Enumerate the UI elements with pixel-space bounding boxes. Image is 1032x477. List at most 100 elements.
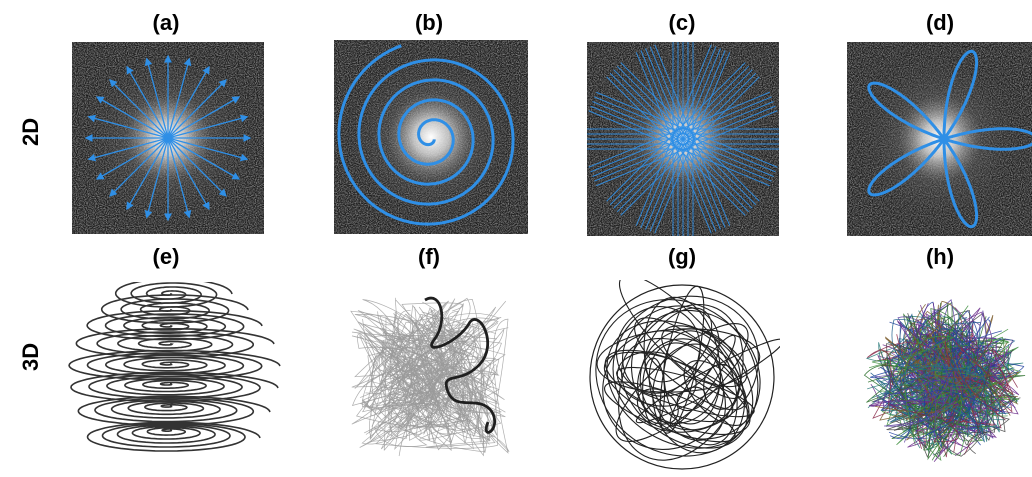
tangled-loop xyxy=(644,307,713,383)
panel-d-rosette xyxy=(847,42,1032,236)
parallel-line xyxy=(590,96,772,173)
outer-loop xyxy=(589,284,775,470)
radial-spoke xyxy=(87,137,169,162)
random-curve xyxy=(388,330,473,441)
parallel-line xyxy=(592,101,774,177)
radial-spoke xyxy=(167,114,249,139)
tangled-loop xyxy=(620,337,748,449)
panel-b-spiral xyxy=(334,40,528,234)
colored-curve xyxy=(890,378,963,433)
panel-label-h: (h) xyxy=(925,244,955,269)
radial-spoke xyxy=(144,137,169,219)
panel-f-random-curves xyxy=(330,282,530,472)
random-curve xyxy=(382,314,506,421)
tangled-loop xyxy=(637,338,722,425)
panel-e-stack-spirals xyxy=(55,282,285,472)
panel-label-f: (f) xyxy=(418,244,440,269)
tangled-loops-3d-image xyxy=(589,280,780,470)
random-curves-3d-image xyxy=(350,296,510,457)
parallel-line xyxy=(596,110,778,187)
random-curve xyxy=(351,306,473,407)
colored-curve xyxy=(863,303,970,414)
random-curve xyxy=(386,316,509,454)
tangled-loop xyxy=(648,342,726,441)
radial-trajectory-image xyxy=(72,42,264,234)
colored-curve xyxy=(891,318,1018,440)
rosette-path xyxy=(867,49,1032,229)
radial-spoke xyxy=(87,114,169,139)
parallel-line xyxy=(635,44,712,226)
colored-curve xyxy=(946,323,990,455)
spiral-level xyxy=(86,310,263,341)
radial-spoke xyxy=(109,79,169,139)
random-curve xyxy=(363,332,491,441)
rosette-trajectory-image xyxy=(847,42,1032,236)
colored-curve xyxy=(947,306,1006,421)
radial-spoke xyxy=(167,137,249,162)
radial-spoke xyxy=(126,65,169,139)
radial-spoke xyxy=(167,137,192,219)
parallel-line xyxy=(620,76,760,216)
panel-a-radial xyxy=(72,42,264,234)
colored-curve xyxy=(900,359,1019,405)
radial-spoke xyxy=(167,65,210,139)
tangled-loop xyxy=(622,305,720,397)
spiral-trajectory-image xyxy=(334,40,528,234)
colored-curve xyxy=(916,325,975,436)
colored-curve xyxy=(866,342,996,436)
center-ring xyxy=(671,127,695,151)
random-curve xyxy=(351,298,507,436)
colored-curve xyxy=(873,336,949,436)
tangled-loop xyxy=(635,338,780,424)
spiral-path xyxy=(337,44,515,226)
panel-c-lines xyxy=(587,42,779,236)
spiral-level xyxy=(100,294,249,324)
colored-curve xyxy=(907,307,1008,448)
panel-label-g: (g) xyxy=(667,244,697,269)
random-curve xyxy=(350,310,496,443)
tangled-loop xyxy=(618,280,744,400)
spiral-level xyxy=(70,371,279,403)
radial-spoke xyxy=(167,137,227,197)
stack-of-spirals-3d-image xyxy=(68,282,281,452)
center-ring xyxy=(676,132,690,146)
tangled-loop xyxy=(661,325,748,388)
row-label-3d: 3D xyxy=(18,342,43,371)
random-curve xyxy=(354,329,434,440)
panel-label-d: (d) xyxy=(925,10,955,35)
multicolor-tangle-3d-image xyxy=(863,299,1026,463)
colored-curve xyxy=(884,327,979,404)
random-curve xyxy=(363,306,495,438)
panel-label-e: (e) xyxy=(152,244,180,269)
panel-label-a: (a) xyxy=(152,10,180,35)
colored-curve xyxy=(907,300,964,412)
spiral-level xyxy=(86,421,261,452)
radial-spoke xyxy=(167,137,210,211)
colored-curve xyxy=(936,313,985,443)
image-center-glow xyxy=(334,40,528,234)
parallel-line xyxy=(588,91,770,168)
radial-spoke xyxy=(167,79,227,139)
tangled-loop xyxy=(615,322,749,443)
tangled-loop xyxy=(595,299,759,457)
tangled-loop xyxy=(676,386,706,412)
colored-curve xyxy=(897,324,1003,421)
random-curve xyxy=(367,318,484,412)
parallel-line xyxy=(654,52,731,234)
random-curve xyxy=(359,341,470,448)
colored-curve xyxy=(945,331,1018,421)
row-label-2d: 2D xyxy=(18,117,43,146)
stack-of-lines-trajectory-image xyxy=(587,42,779,236)
radial-spoke xyxy=(167,57,192,139)
tangled-loop xyxy=(639,328,742,431)
radial-spoke xyxy=(95,96,169,139)
highlighted-curve xyxy=(424,296,497,434)
colored-curve xyxy=(898,335,1007,446)
parallel-line xyxy=(594,105,776,182)
random-curve xyxy=(354,314,483,425)
colored-curve xyxy=(871,363,1000,430)
tangled-loop xyxy=(636,388,679,425)
spiral-level xyxy=(75,328,275,359)
colored-curve xyxy=(876,338,1015,439)
random-curve xyxy=(389,349,472,457)
